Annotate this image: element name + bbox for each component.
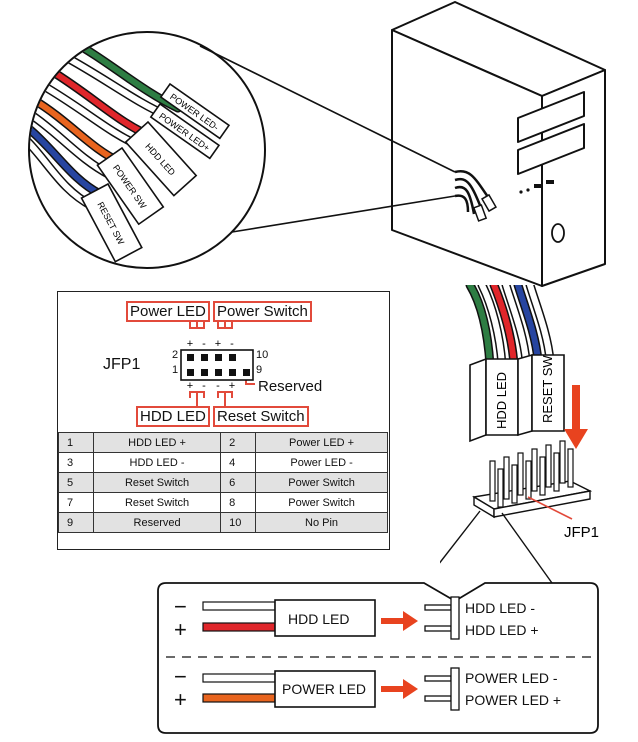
- plus-sign: +: [174, 687, 187, 712]
- svg-text:-: -: [202, 338, 206, 350]
- pin-cell: 5: [58, 472, 94, 493]
- insert-arrow-icon: [564, 385, 588, 449]
- arrow-right-icon: [381, 611, 418, 631]
- signal-cell: No Pin: [255, 512, 388, 533]
- table-row: 7 Reset Switch 8 Power Switch: [58, 492, 388, 513]
- plugin-label-reset-sw: RESET SW: [540, 355, 555, 423]
- header-pins: [187, 354, 250, 376]
- pin-cell: 8: [220, 492, 257, 513]
- pc-case: [391, 1, 606, 287]
- hdd-led-label: HDD LED: [136, 406, 210, 427]
- pin-number-10: 10: [256, 349, 269, 361]
- plugin-label-hdd-led: HDD LED: [494, 372, 509, 429]
- power-led-minus-label: POWER LED -: [465, 670, 558, 686]
- arrow-right-icon: [381, 679, 418, 699]
- magnify-line-bottom: [231, 195, 456, 233]
- table-row: 3 HDD LED - 4 Power LED -: [58, 452, 388, 473]
- motherboard-pins: [489, 440, 574, 508]
- minus-sign: −: [174, 664, 187, 689]
- jfp1-header-diagram: +- +- +- -+: [180, 320, 255, 406]
- power-button-icon: [551, 223, 565, 243]
- svg-text:-: -: [230, 338, 234, 350]
- signal-cell: Reset Switch: [92, 472, 222, 493]
- case-cable-plugs: [472, 193, 497, 222]
- table-row: 9 Reserved 10 No Pin: [58, 512, 388, 533]
- signal-cell: Power Switch: [255, 492, 388, 513]
- pin-number-1: 1: [172, 364, 179, 376]
- pin-cell: 2: [220, 432, 257, 453]
- drive-bay-2: [517, 123, 585, 175]
- pin-number-2: 2: [172, 349, 179, 361]
- pin-cell: 4: [220, 452, 257, 473]
- signal-cell: HDD LED +: [92, 432, 222, 453]
- jfp1-label: JFP1: [103, 356, 141, 373]
- signal-cell: Power LED -: [255, 452, 388, 473]
- pin-cell: 3: [58, 452, 94, 473]
- plugin-wires: [465, 285, 555, 370]
- table-row: 5 Reset Switch 6 Power Switch: [58, 472, 388, 493]
- svg-text:-: -: [202, 380, 206, 392]
- signal-cell: Reserved: [92, 512, 222, 533]
- hdd-led-connector-label: HDD LED: [288, 611, 350, 627]
- svg-text:+: +: [187, 380, 193, 392]
- plugin-illustration: HDD LED RESET SW JFP1: [440, 285, 599, 584]
- callout-line-left: [440, 510, 481, 564]
- power-led-label: Power LED: [126, 301, 210, 322]
- power-led-plus-label: POWER LED +: [465, 692, 562, 708]
- case-cable-bundle: [454, 169, 492, 215]
- pin-cell: 9: [58, 512, 94, 533]
- plus-sign: +: [174, 617, 187, 642]
- signal-cell: Reset Switch: [92, 492, 222, 513]
- svg-text:+: +: [187, 338, 193, 350]
- signal-cell: Power LED +: [255, 432, 388, 453]
- pin-number-9: 9: [256, 364, 263, 376]
- callout-line-right: [501, 512, 553, 584]
- power-switch-label: Power Switch: [213, 301, 312, 322]
- reserved-label: Reserved: [258, 378, 323, 395]
- magnify-line-top: [199, 45, 456, 173]
- pin-cell: 6: [220, 472, 257, 493]
- hdd-led-plus-label: HDD LED +: [465, 622, 539, 638]
- led-callout: [157, 582, 599, 734]
- signal-cell: Power Switch: [255, 472, 388, 493]
- svg-text:-: -: [216, 380, 220, 392]
- table-row: 1 HDD LED + 2 Power LED +: [58, 432, 388, 453]
- svg-text:+: +: [229, 380, 235, 392]
- pin-cell: 7: [58, 492, 94, 513]
- drive-bay-1: [517, 91, 585, 143]
- polarity-marks: +- +- +- -+: [187, 338, 235, 392]
- signal-cell: HDD LED -: [92, 452, 222, 473]
- pin-cell: 1: [58, 432, 94, 453]
- reset-switch-label: Reset Switch: [213, 406, 309, 427]
- minus-sign: −: [174, 594, 187, 619]
- cable-illustration: POWER LED- POWER LED+ HDD LED POWER SW R…: [28, 1, 606, 287]
- power-led-wiring: [202, 667, 460, 711]
- cable-connector-reset-sw: RESET SW: [80, 182, 143, 263]
- plugin-connectors: [469, 353, 565, 443]
- svg-text:+: +: [215, 338, 221, 350]
- power-led-connector-label: POWER LED: [282, 681, 367, 697]
- pin-table: 1 HDD LED + 2 Power LED + 3 HDD LED - 4 …: [58, 432, 388, 533]
- pinout-panel: Power LED Power Switch HDD LED Reset Swi…: [57, 291, 390, 550]
- jfp1-header-label: JFP1: [564, 524, 599, 541]
- hdd-led-minus-label: HDD LED -: [465, 600, 536, 616]
- pin-cell: 10: [220, 512, 257, 533]
- hdd-led-wiring: [202, 596, 460, 640]
- jfp1-pointer: [527, 496, 573, 520]
- front-panel-leds: [519, 180, 554, 194]
